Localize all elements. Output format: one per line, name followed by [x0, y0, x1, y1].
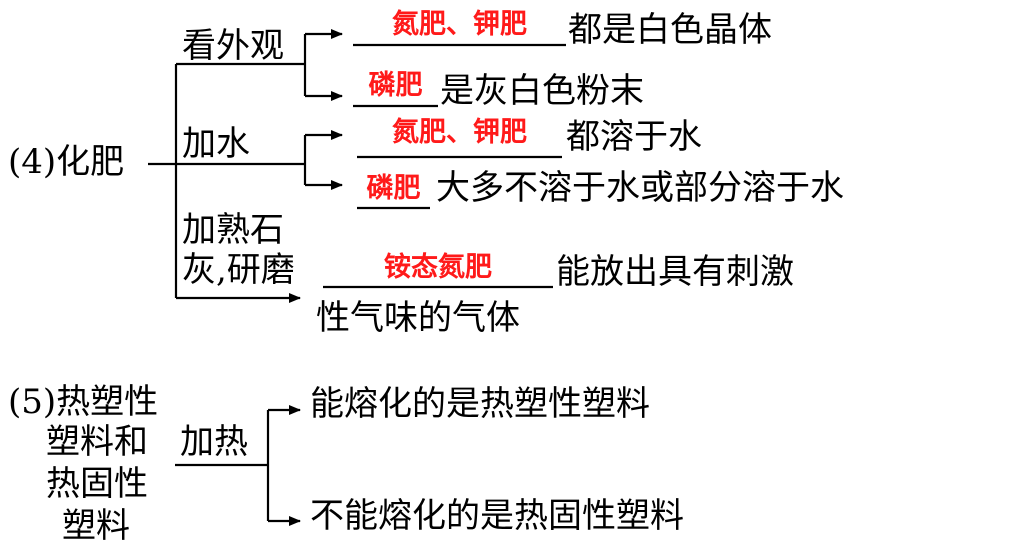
answer-look-a: 氮肥、钾肥 — [392, 9, 527, 40]
result-look-b: 是灰白色粉末 — [440, 71, 644, 111]
section5-label-line1: (5)热塑性 — [8, 382, 159, 422]
answer-look-b: 磷肥 — [368, 70, 423, 101]
section4-label: (4)化肥 — [8, 142, 125, 182]
section5-label-line2: 塑料和 — [46, 422, 148, 462]
answer-lime: 铵态氮肥 — [384, 252, 492, 283]
section5-method: 加热 — [180, 422, 248, 462]
result-look-a: 都是白色晶体 — [568, 10, 772, 50]
result-lime-line2: 性气味的气体 — [316, 298, 520, 338]
section5-label-line4: 塑料 — [62, 506, 130, 546]
section5-result-a: 能熔化的是热塑性塑料 — [310, 384, 650, 424]
result-lime-line1: 能放出具有刺激 — [556, 252, 794, 292]
method-water: 加水 — [182, 124, 250, 164]
section5-label-line3: 热固性 — [46, 464, 148, 504]
section5-result-b: 不能熔化的是热固性塑料 — [310, 496, 684, 536]
method-lime-line2: 灰,研磨 — [182, 250, 295, 290]
method-lime-line1: 加熟石 — [182, 210, 284, 250]
result-water-a: 都溶于水 — [566, 117, 702, 157]
method-look: 看外观 — [182, 26, 284, 66]
answer-water-a: 氮肥、钾肥 — [392, 117, 527, 148]
result-water-b: 大多不溶于水或部分溶于水 — [436, 168, 844, 208]
answer-water-b: 磷肥 — [366, 173, 421, 204]
